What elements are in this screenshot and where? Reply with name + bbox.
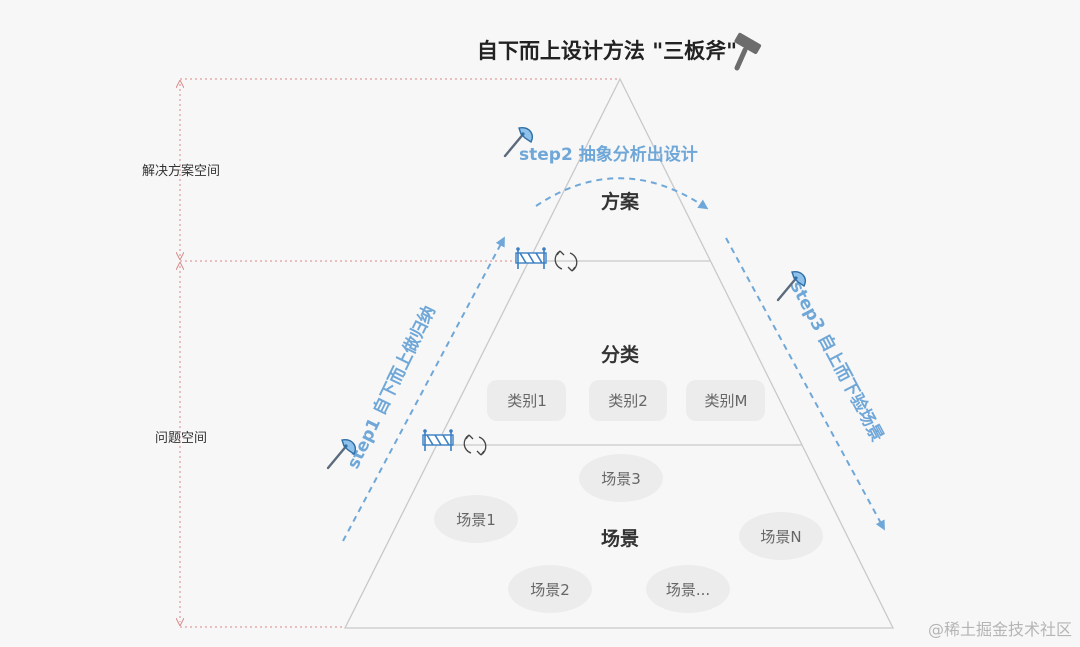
- svg-text:场景1: 场景1: [456, 511, 496, 529]
- tier-title-scene: 场景: [601, 528, 639, 550]
- solution-space-label: 解决方案空间: [142, 163, 220, 179]
- step2-label: step2 抽象分析出设计: [519, 144, 698, 165]
- svg-text:类别2: 类别2: [608, 392, 648, 410]
- barrier-icon: [515, 246, 547, 270]
- diagram-title: 自下而上设计方法 "三板斧": [477, 39, 737, 63]
- hammer-icon: [734, 32, 762, 71]
- category-pill: 类别1: [487, 380, 566, 421]
- svg-text:类别M: 类别M: [705, 392, 748, 410]
- problem-space-label: 问题空间: [155, 431, 207, 446]
- category-pill: 类别2: [589, 380, 667, 421]
- scene-pill: 场景1: [434, 495, 518, 543]
- scene-pill: 场景3: [579, 454, 663, 502]
- barrier-icon: [422, 428, 454, 452]
- category-pill: 类别M: [686, 380, 765, 421]
- svg-text:场景...: 场景...: [666, 581, 710, 599]
- step2-arrow: [535, 177, 709, 210]
- svg-text:类别1: 类别1: [507, 392, 547, 410]
- step1-arrow: [342, 236, 505, 542]
- scene-pill: 场景N: [739, 512, 823, 560]
- svg-text:场景3: 场景3: [601, 470, 641, 488]
- svg-text:场景N: 场景N: [760, 528, 801, 546]
- tier-title-solution: 方案: [601, 190, 640, 213]
- scene-pill: 场景...: [646, 565, 730, 613]
- tier-title-category: 分类: [601, 343, 639, 366]
- svg-text:场景2: 场景2: [530, 581, 570, 599]
- watermark: @稀土掘金技术社区: [928, 620, 1072, 639]
- scene-pill: 场景2: [508, 565, 592, 613]
- pyramid-outline: [343, 77, 895, 629]
- step3-label: step3 自上而下验场景: [786, 277, 888, 445]
